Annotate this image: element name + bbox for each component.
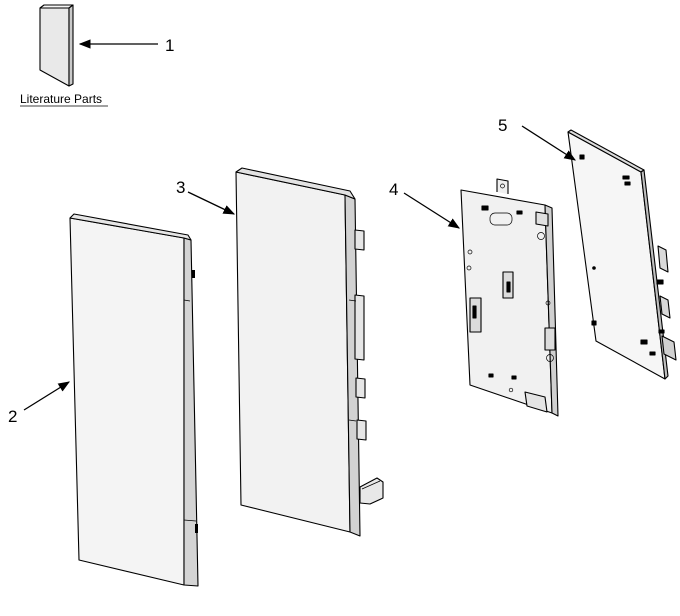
callout-3: 3 bbox=[176, 178, 185, 197]
literature-parts-caption: Literature Parts bbox=[20, 92, 102, 106]
callout-5-leader bbox=[521, 125, 576, 161]
callout-5: 5 bbox=[498, 116, 507, 135]
literature-parts-booklet bbox=[39, 4, 74, 87]
inner-housing-panel bbox=[235, 167, 384, 537]
cover-latch-top bbox=[192, 270, 195, 278]
cover-latch-bottom bbox=[195, 524, 198, 533]
callout-2-leader bbox=[23, 381, 70, 411]
callout-2: 2 bbox=[8, 407, 17, 426]
front-cover-panel bbox=[69, 213, 199, 587]
callout-4: 4 bbox=[389, 180, 398, 199]
callout-1: 1 bbox=[165, 36, 174, 55]
housing-bottom-hook bbox=[359, 477, 384, 505]
circuit-board bbox=[567, 129, 677, 380]
callout-4-leader bbox=[403, 192, 460, 229]
mounting-plate bbox=[460, 178, 559, 417]
callout-3-leader bbox=[187, 191, 236, 215]
